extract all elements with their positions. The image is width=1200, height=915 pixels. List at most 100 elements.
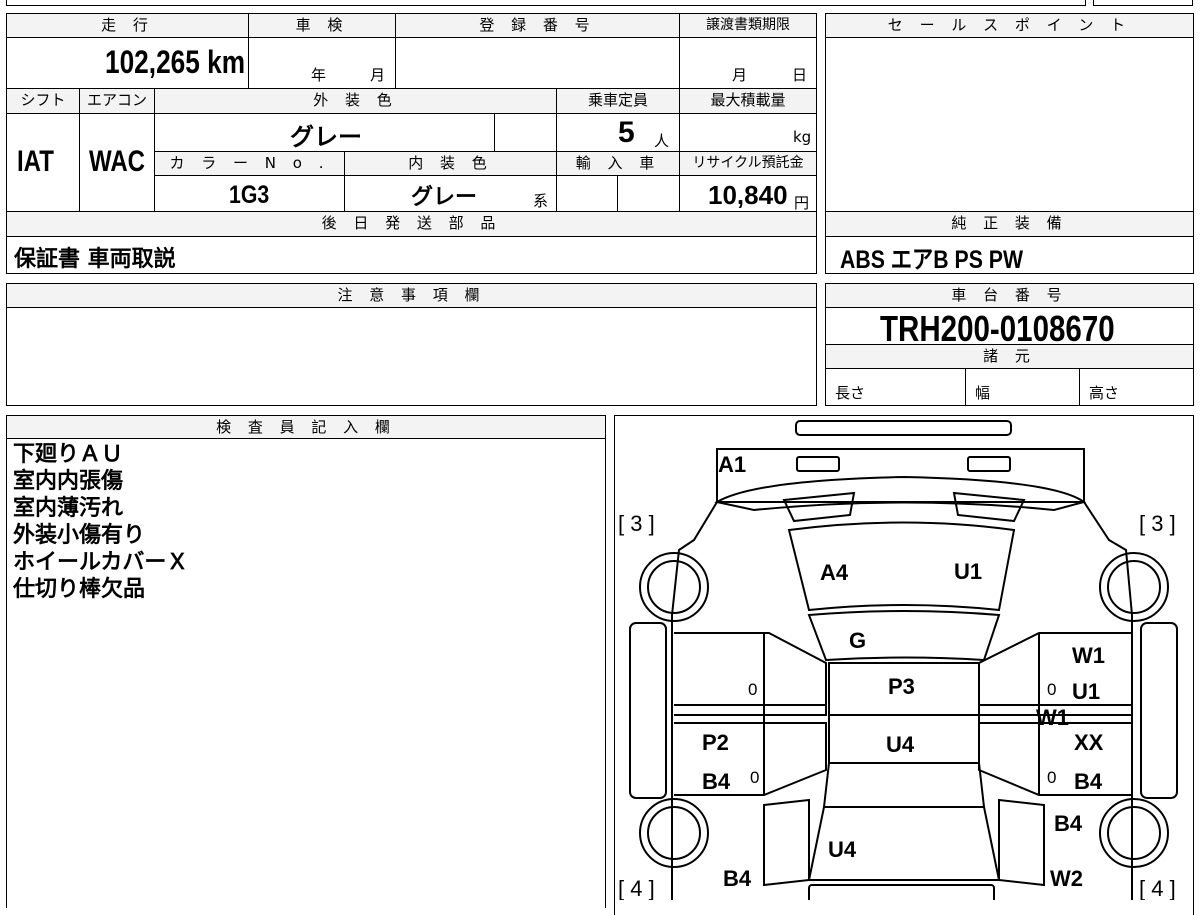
label-u1-top: U1: [954, 559, 982, 584]
mileage-value: 102,265 km: [105, 44, 246, 80]
label-xx: XX: [1074, 730, 1104, 755]
tire-front-right-inner: [1107, 560, 1161, 614]
label-u1-mid: U1: [1072, 679, 1100, 704]
inspection-month-unit: 月: [370, 66, 386, 84]
label-zero-left: 0: [748, 680, 757, 699]
exterior-color-extra-cell: [494, 113, 557, 152]
inspector-note: 外装小傷有り: [13, 523, 146, 548]
recycle-fee-value: 10,840: [708, 180, 788, 210]
windshield-shape: [787, 521, 1016, 612]
label-zero-left2: 0: [750, 768, 759, 787]
label-zero-right2: 0: [1047, 768, 1056, 787]
inspection-year-unit: 年: [311, 66, 327, 84]
tire-rear-left-inner: [647, 806, 701, 860]
inspector-note: 仕切り棒欠品: [13, 577, 146, 602]
tire-label-front-right: [ 3 ]: [1139, 511, 1176, 536]
aircon-header: エアコン: [79, 88, 155, 114]
wiper-right-shape: [952, 491, 1026, 523]
notes-cell: [6, 307, 817, 406]
door-rear-right: [978, 722, 1132, 796]
cowl-shape: [807, 610, 1001, 662]
front-bumper-shape: [795, 420, 1012, 436]
label-w2: W2: [1050, 866, 1083, 891]
genuine-equipment-cell: [825, 236, 1194, 274]
inspector-notes: 下廻りＡＵ 室内内張傷 室内薄汚れ 外装小傷有り ホイールカバーＸ 仕切り棒欠品: [13, 441, 188, 603]
inspector-note: ホイールカバーＸ: [13, 550, 189, 575]
max-load-unit: kg: [793, 128, 812, 146]
top-cutoff-row: [6, 0, 1086, 6]
sales-point-header: セ ー ル ス ポ イ ン ト: [825, 13, 1194, 38]
capacity-value: 5: [618, 116, 635, 149]
imported-cell-a: [556, 175, 618, 212]
interior-color-header: 内 装 色: [344, 151, 557, 176]
vehicle-diagram: A1 [ 3 ] [ 3 ] A4 U1 G W1 P3 0 0 U1 W1 P…: [618, 420, 1178, 900]
inspection-header: 車 検: [248, 13, 396, 38]
tire-label-front-left: [ 3 ]: [618, 511, 655, 536]
rear-roof-shape: [822, 762, 986, 808]
door-front-right: [978, 632, 1132, 716]
label-w1-top: W1: [1072, 643, 1105, 668]
tire-rear-right: [1099, 798, 1169, 868]
registration-cell: [395, 37, 680, 89]
aircon-value: WAC: [89, 145, 145, 178]
shift-header: シフト: [6, 88, 80, 114]
label-w1-mid: W1: [1036, 705, 1069, 730]
tire-label-rear-left: [ 4 ]: [618, 876, 655, 900]
notes-header: 注 意 事 項 欄: [6, 283, 817, 308]
wiper-left-shape: [782, 491, 856, 523]
front-body-outline: [714, 475, 1087, 512]
label-a4: A4: [820, 560, 849, 585]
vehicle-diagram-frame: [614, 415, 1194, 915]
tire-rear-left: [639, 798, 709, 868]
genuine-equipment-value: ABS エアB PS PW: [840, 246, 1024, 274]
tire-front-left: [639, 552, 709, 622]
length-label: 長さ: [835, 384, 866, 402]
height-label: 高さ: [1089, 384, 1120, 402]
side-bar-right: [1140, 622, 1178, 799]
color-no-header: カ ラ ー N o .: [154, 151, 345, 176]
recycle-fee-header: リサイクル預託金: [679, 151, 817, 176]
specs-header: 諸 元: [825, 344, 1194, 369]
shift-value: IAT: [17, 145, 54, 178]
exterior-color-header: 外 装 色: [154, 88, 557, 114]
yen-unit: 円: [794, 194, 810, 212]
later-parts-header: 後 日 発 送 部 品: [6, 211, 817, 237]
label-b4-right2: B4: [1054, 811, 1083, 836]
inspector-cell: [6, 438, 606, 908]
deadline-month-unit: 月: [732, 66, 748, 84]
door-front-left: [674, 632, 827, 716]
exterior-color-value: グレー: [290, 123, 362, 151]
label-b4-right: B4: [1074, 769, 1103, 794]
label-zero-right: 0: [1047, 680, 1056, 699]
rear-bumper-shape: [808, 884, 995, 900]
mileage-header: 走 行: [6, 13, 249, 38]
sales-point-cell: [825, 37, 1194, 212]
interior-color-value: グレー: [411, 185, 478, 210]
chassis-no-header: 車 台 番 号: [825, 283, 1194, 308]
label-b4-left: B4: [702, 769, 731, 794]
imported-cell-b: [617, 175, 680, 212]
width-label: 幅: [975, 384, 991, 402]
transfer-deadline-header: 譲渡書類期限: [679, 13, 817, 38]
back-door-shape: [807, 806, 1001, 881]
genuine-equipment-header: 純 正 装 備: [825, 211, 1194, 237]
label-a1: A1: [718, 452, 746, 477]
registration-header: 登 録 番 号: [395, 13, 680, 38]
tire-rear-right-inner: [1107, 806, 1161, 860]
body-outline-right: [1083, 501, 1133, 900]
top-cutoff-row-right: [1093, 0, 1193, 6]
capacity-unit: 人: [654, 132, 670, 150]
imported-header: 輸 入 車: [556, 151, 680, 176]
color-no-value: 1G3: [229, 181, 270, 209]
later-parts-cell: [6, 236, 817, 274]
tire-front-left-inner: [647, 560, 701, 614]
height-cell: [1079, 368, 1194, 406]
headlight-right-shape: [967, 456, 1011, 472]
inspector-note: 下廻りＡＵ: [13, 442, 124, 467]
label-u4-mid: U4: [886, 732, 915, 757]
rear-panel-right: [998, 798, 1045, 887]
rear-panel-left: [763, 798, 810, 887]
door-rear-left: [674, 722, 827, 796]
max-load-header: 最大積載量: [679, 88, 817, 114]
inspector-note: 室内薄汚れ: [13, 496, 124, 521]
